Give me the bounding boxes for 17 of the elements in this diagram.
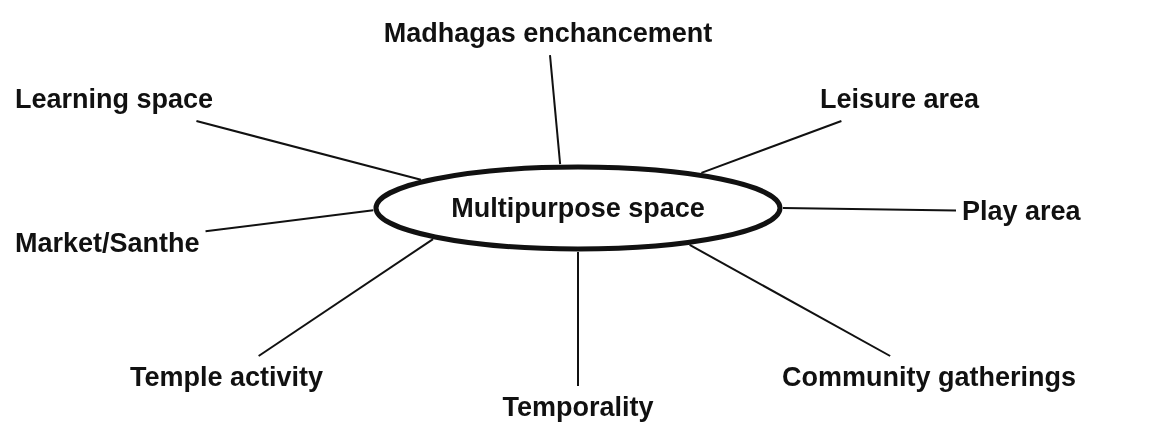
connector-line <box>700 120 843 174</box>
topic-label: Temporality <box>502 392 654 424</box>
connector-line <box>195 120 422 181</box>
connector-line <box>257 238 435 357</box>
topic-label: Learning space <box>15 84 214 116</box>
connector-line <box>688 243 892 357</box>
connector-line <box>204 209 375 233</box>
topic-label: Market/Santhe <box>15 228 200 260</box>
connector-line <box>782 207 957 212</box>
topic-label: Community gatherings <box>782 362 1077 394</box>
topic-label: Play area <box>962 196 1081 228</box>
connector-line <box>549 54 562 166</box>
topic-label: Leisure area <box>820 84 980 116</box>
topic-label: Temple activity <box>130 362 324 394</box>
hub-label: Multipurpose space <box>451 192 705 224</box>
connector-line <box>577 251 579 387</box>
topic-label: Madhagas enchancement <box>383 18 713 50</box>
